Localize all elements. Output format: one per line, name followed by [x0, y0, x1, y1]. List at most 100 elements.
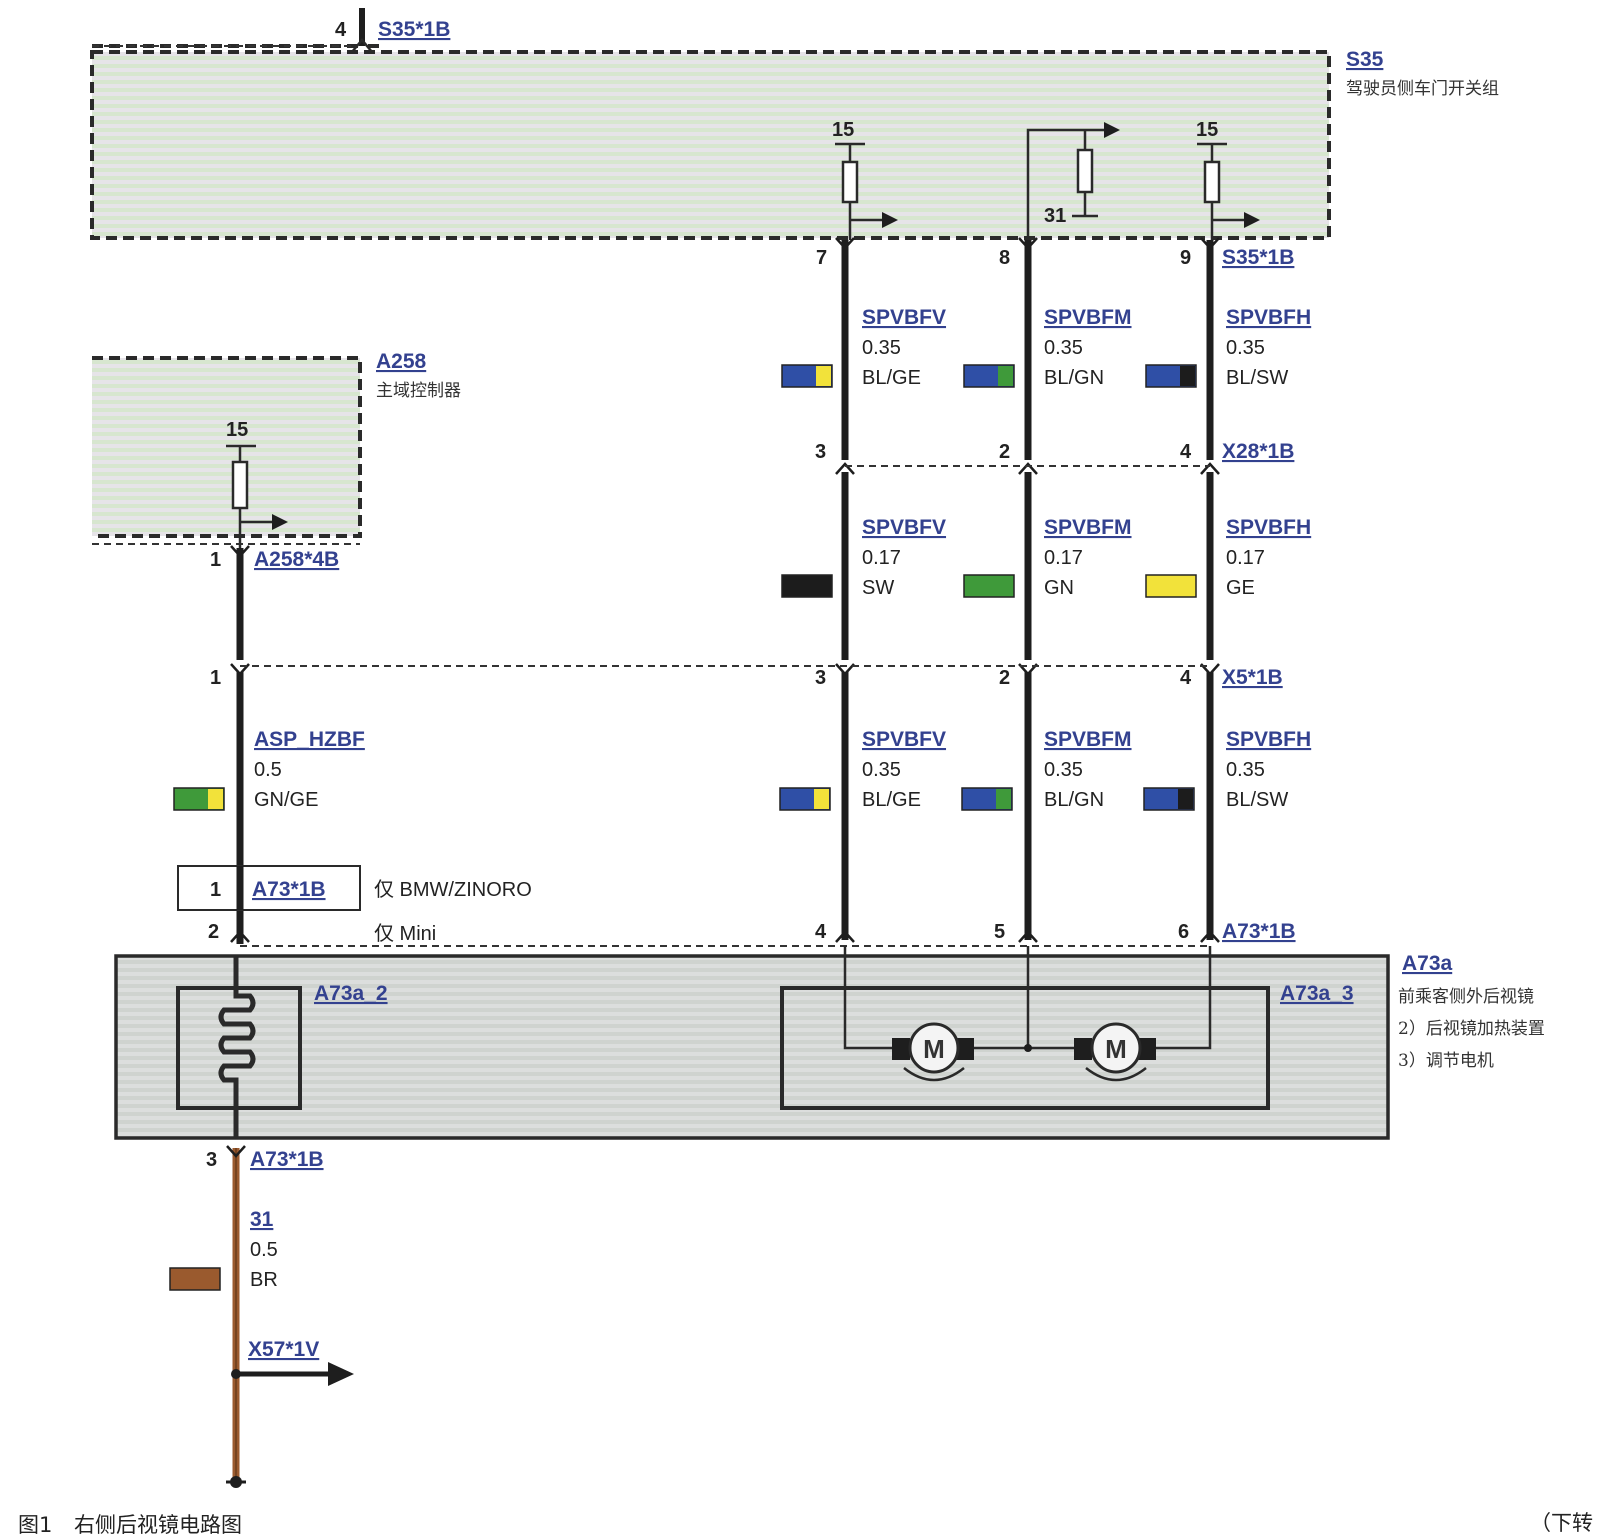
wire-size: 0.17 [1044, 547, 1083, 569]
x5-pin-4: 4 [1180, 667, 1192, 689]
ground-31-label: 31 [1044, 205, 1066, 227]
wire-name[interactable]: 31 [250, 1208, 274, 1231]
wire-color: BL/GE [862, 789, 921, 811]
wire-color-swatch [169, 1267, 221, 1291]
wire-name[interactable]: SPVBFM [1044, 306, 1132, 329]
wire-name[interactable]: SPVBFH [1226, 516, 1311, 539]
figure-number: 图1 [18, 1513, 52, 1537]
wire-name[interactable]: SPVBFM [1044, 728, 1132, 751]
wire-color: BR [250, 1269, 278, 1291]
wire-label-seg1-h: SPVBFH 0.35 BL/SW [1145, 306, 1311, 389]
connector-label-a73-1b[interactable]: A73*1B [252, 878, 326, 901]
wire-label-seg1-m: SPVBFM 0.35 BL/GN [963, 306, 1132, 389]
wire-name[interactable]: SPVBFV [862, 516, 946, 539]
fuse-15-label: 15 [832, 119, 854, 141]
s35-top-connector: 4 S35*1B [335, 8, 450, 53]
x5-pin-3: 3 [815, 667, 826, 689]
s35-pin-7: 7 [816, 247, 827, 269]
s35-fuse-left: 15 [832, 119, 898, 240]
wire-stripe-swatch [816, 366, 831, 386]
wire-name[interactable]: SPVBFV [862, 728, 946, 751]
wire-stripe-swatch [208, 789, 223, 809]
x28-pin-4: 4 [1180, 441, 1192, 463]
fuse-15-label: 15 [1196, 119, 1218, 141]
wire-label-ground: 31 0.5 BR [169, 1208, 278, 1291]
connector-label-x5-1b[interactable]: X5*1B [1222, 666, 1283, 689]
a258-name: 主域控制器 [376, 381, 461, 401]
connector-label-a73-1b-bottom[interactable]: A73*1B [250, 1148, 324, 1171]
a73a-note-3: 3）调节电机 [1398, 1051, 1494, 1071]
figure-title: 右侧后视镜电路图 [74, 1513, 242, 1537]
s35-switch-group [90, 44, 1331, 240]
a73-pin-3: 3 [206, 1149, 217, 1171]
a73-pin-6: 6 [1178, 921, 1189, 943]
wire-color: GN [1044, 577, 1074, 599]
connector-label-s35-1b[interactable]: S35*1B [1222, 246, 1294, 269]
wire-name[interactable]: SPVBFV [862, 306, 946, 329]
wire-size: 0.35 [862, 337, 901, 359]
motor-left: M [892, 1022, 974, 1082]
connector-label-s35-1b-top: S35*1B [378, 18, 450, 41]
wire-label-seg2-v: SPVBFV 0.17 SW [781, 516, 946, 599]
wire-name[interactable]: SPVBFH [1226, 306, 1311, 329]
wire-size: 0.35 [1226, 759, 1265, 781]
wire-name[interactable]: ASP_HZBF [254, 728, 365, 751]
a73a-2-link[interactable]: A73a_2 [314, 982, 388, 1005]
wire-color-swatch [781, 574, 833, 598]
s35-ground-branch: 31 [1026, 122, 1120, 240]
motor-right: M [1074, 1022, 1156, 1082]
a258-controller: 15 [92, 356, 362, 548]
wire-size: 0.5 [250, 1239, 278, 1261]
x5-pin-1: 1 [210, 667, 221, 689]
wire-size: 0.35 [1044, 337, 1083, 359]
wire-color: BL/GN [1044, 367, 1104, 389]
wire-size: 0.17 [862, 547, 901, 569]
wire-label-seg2-m: SPVBFM 0.17 GN [963, 516, 1132, 599]
a73-pin-1: 1 [210, 879, 221, 901]
note-mini: 仅 Mini [374, 922, 436, 945]
wire-size: 0.35 [862, 759, 901, 781]
s35-pin-9: 9 [1180, 247, 1191, 269]
wire-size: 0.17 [1226, 547, 1265, 569]
wire-color: GN/GE [254, 789, 318, 811]
wire-color: GE [1226, 577, 1255, 599]
wire-size: 0.5 [254, 759, 282, 781]
s35-name: 驾驶员侧车门开关组 [1346, 79, 1499, 99]
wire-label-seg3-m: SPVBFM 0.35 BL/GN [961, 728, 1132, 811]
wire-name[interactable]: SPVBFM [1044, 516, 1132, 539]
wire-stripe-swatch [814, 789, 829, 809]
wire-color: SW [862, 577, 894, 599]
x57-splice: X57*1V [231, 1338, 354, 1386]
wire-label-seg1-v: SPVBFV 0.35 BL/GE [781, 306, 946, 389]
wire-label-seg2-h: SPVBFH 0.17 GE [1145, 516, 1311, 599]
a258-pin-1: 1 [210, 549, 221, 571]
a73a-id-link[interactable]: A73a [1402, 952, 1453, 975]
wire-label-asp-hzbf: ASP_HZBF 0.5 GN/GE [173, 728, 365, 811]
note-bmw-zinoro: 仅 BMW/ZINORO [374, 878, 532, 901]
a258-id-link[interactable]: A258 [376, 350, 427, 373]
s35-pin-8: 8 [999, 247, 1010, 269]
wire-color-swatch [963, 574, 1015, 598]
wire-color: BL/GE [862, 367, 921, 389]
connector-label-x57-1v[interactable]: X57*1V [248, 1338, 319, 1361]
connector-label-x28-1b[interactable]: X28*1B [1222, 440, 1294, 463]
connector-label-a73-1b-right[interactable]: A73*1B [1222, 920, 1296, 943]
x5-pin-2: 2 [999, 667, 1010, 689]
connector-pin-4: 4 [335, 19, 347, 41]
wire-stripe-swatch [998, 366, 1013, 386]
fuse-15-label: 15 [226, 419, 248, 441]
a73a-mirror [114, 946, 1390, 1140]
connector-label-a258-4b[interactable]: A258*4B [254, 548, 339, 571]
wire-stripe-swatch [996, 789, 1011, 809]
motor-m-label: M [1105, 1034, 1127, 1064]
wire-name[interactable]: SPVBFH [1226, 728, 1311, 751]
wire-color-swatch [1145, 574, 1197, 598]
x28-pin-3: 3 [815, 441, 826, 463]
a73a-3-link[interactable]: A73a_3 [1280, 982, 1354, 1005]
s35-fuse-right: 15 [1196, 119, 1260, 240]
wire-label-seg3-h: SPVBFH 0.35 BL/SW [1143, 728, 1311, 811]
s35-id-link[interactable]: S35 [1346, 48, 1384, 71]
continued-note: （下转 [1530, 1511, 1593, 1535]
wire-stripe-swatch [1180, 366, 1195, 386]
